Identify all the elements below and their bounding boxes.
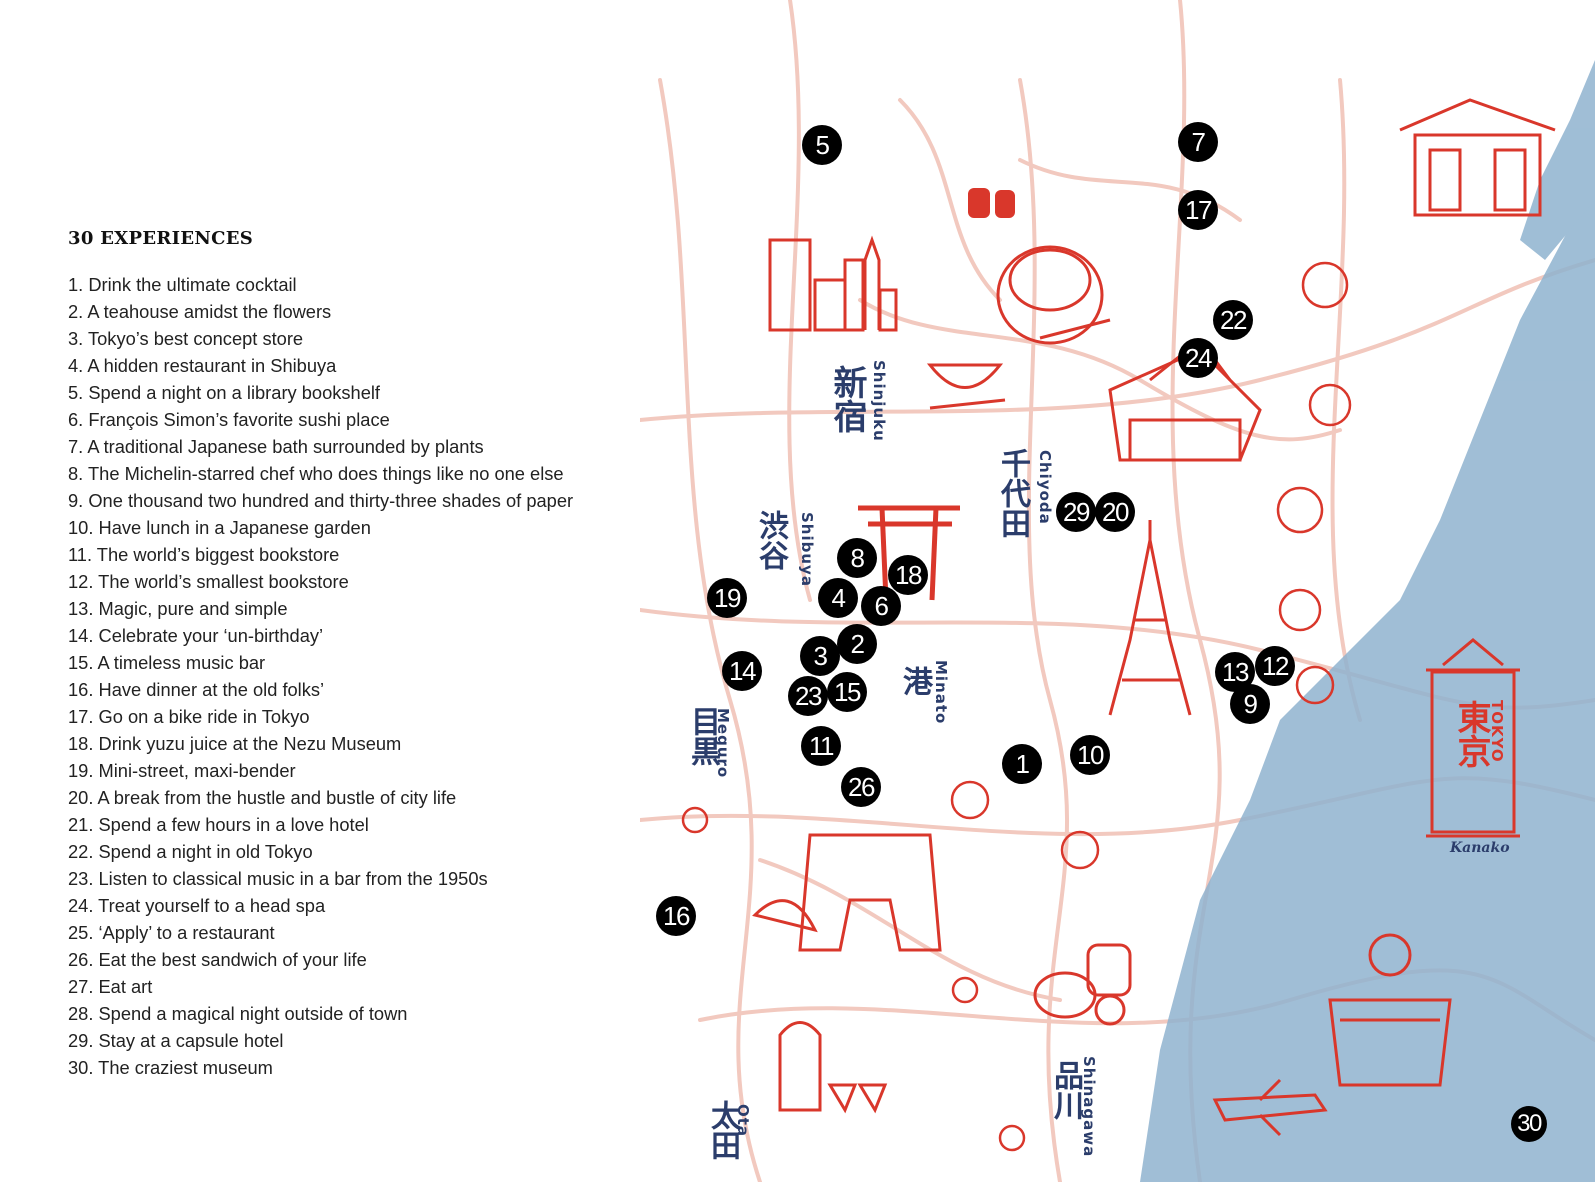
experience-item: 26. Eat the best sandwich of your life	[68, 949, 367, 970]
tokyo-tower-illustration	[1108, 520, 1192, 716]
artist-signature: Kanako	[1450, 840, 1510, 856]
map-marker-16[interactable]: 16	[656, 896, 696, 936]
map-marker-4[interactable]: 4	[818, 578, 858, 618]
district-kanji-shinjuku: 新宿	[827, 365, 867, 433]
map-marker-9[interactable]: 9	[1230, 684, 1270, 724]
experience-item: 30. The craziest museum	[68, 1057, 273, 1078]
map-marker-30[interactable]: 30	[1511, 1106, 1547, 1142]
experience-item: 27. Eat art	[68, 976, 153, 997]
list-title: 30 EXPERIENCES	[68, 228, 254, 249]
scroll-illustration	[1426, 638, 1520, 838]
tea-illustration	[1033, 943, 1132, 1026]
sake-illustration	[778, 1021, 888, 1114]
experience-item: 19. Mini-street, maxi-bender	[68, 760, 296, 781]
experience-item: 25. ‘Apply’ to a restaurant	[68, 922, 275, 943]
experience-item: 15. A timeless music bar	[68, 652, 266, 673]
plane-illustration	[1212, 1078, 1328, 1137]
map-marker-10[interactable]: 10	[1070, 735, 1110, 775]
district-kanji-meguro: 目黒	[685, 706, 720, 766]
ramen-illustration	[926, 363, 1006, 410]
map-marker-22[interactable]: 22	[1213, 300, 1253, 340]
map-marker-3[interactable]: 3	[800, 636, 840, 676]
experience-item: 29. Stay at a capsule hotel	[68, 1030, 284, 1051]
experience-item: 16. Have dinner at the old folks’	[68, 679, 325, 700]
district-kanji-ota: 太田	[705, 1100, 740, 1160]
experience-item: 21. Spend a few hours in a love hotel	[68, 814, 369, 835]
district-label-meguro: Meguro	[714, 708, 732, 779]
district-label-minato: Minato	[932, 660, 950, 725]
map-marker-11[interactable]: 11	[801, 726, 841, 766]
map-marker-7[interactable]: 7	[1178, 122, 1218, 162]
map-marker-2[interactable]: 2	[837, 624, 877, 664]
experience-item: 9. One thousand two hundred and thirty-t…	[68, 490, 574, 511]
experience-item: 14. Celebrate your ‘un-birthday’	[68, 625, 324, 646]
district-label-shinagawa: Shinagawa	[1080, 1056, 1098, 1158]
map-marker-12[interactable]: 12	[1255, 646, 1295, 686]
map-marker-14[interactable]: 14	[722, 651, 762, 691]
experience-item: 2. A teahouse amidst the flowers	[68, 301, 332, 322]
experience-item: 6. François Simon’s favorite sushi place	[68, 409, 390, 430]
sushi-illustration	[968, 188, 1015, 218]
onsen-tub-illustration	[1328, 933, 1452, 1087]
experience-item: 22. Spend a night in old Tokyo	[68, 841, 313, 862]
kimono-illustration	[752, 833, 942, 952]
map-illustration	[640, 0, 1595, 1182]
experience-list-panel: 30 EXPERIENCES 1. Drink the ultimate coc…	[68, 228, 658, 1081]
map-marker-24[interactable]: 24	[1178, 338, 1218, 378]
experience-item: 18. Drink yuzu juice at the Nezu Museum	[68, 733, 402, 754]
map-marker-15[interactable]: 15	[827, 672, 867, 712]
experience-item: 11. The world’s biggest bookstore	[68, 544, 340, 565]
torii-illustration	[858, 505, 960, 601]
map-marker-18[interactable]: 18	[888, 555, 928, 595]
experience-item: 17. Go on a bike ride in Tokyo	[68, 706, 310, 727]
scroll-label: TOKYO	[1488, 700, 1506, 763]
experience-item: 5. Spend a night on a library bookshelf	[68, 382, 381, 403]
district-kanji-chiyoda: 千代田	[995, 448, 1030, 538]
bento-illustration	[996, 245, 1111, 345]
district-kanji-shinagawa: 品川	[1048, 1060, 1083, 1120]
district-label-ota: Ota	[734, 1104, 752, 1138]
experience-item: 28. Spend a magical night outside of tow…	[68, 1003, 408, 1024]
experience-item: 24. Treat yourself to a head spa	[68, 895, 326, 916]
map-marker-5[interactable]: 5	[802, 125, 842, 165]
district-label-shinjuku: Shinjuku	[870, 360, 888, 442]
map-marker-17[interactable]: 17	[1178, 190, 1218, 230]
district-kanji-minato: 港	[897, 666, 932, 696]
experience-list: 1. Drink the ultimate cocktail 2. A teaho…	[68, 271, 658, 1081]
district-label-chiyoda: Chiyoda	[1036, 450, 1054, 525]
experience-item: 4. A hidden restaurant in Shibuya	[68, 355, 337, 376]
map-marker-19[interactable]: 19	[707, 578, 747, 618]
tokyo-map[interactable]: 5 7 17 22 24 29 20 8 18 19 4 6 2 3 14 23…	[640, 0, 1595, 1182]
experience-item: 1. Drink the ultimate cocktail	[68, 274, 297, 295]
map-marker-29[interactable]: 29	[1056, 492, 1096, 532]
road-network	[640, 0, 1595, 1182]
map-marker-20[interactable]: 20	[1095, 492, 1135, 532]
experience-item: 7. A traditional Japanese bath surrounde…	[68, 436, 484, 457]
experience-item: 13. Magic, pure and simple	[68, 598, 288, 619]
district-label-shibuya: Shibuya	[798, 512, 816, 587]
map-marker-23[interactable]: 23	[788, 676, 828, 716]
sakura-blossoms	[681, 261, 1352, 1152]
experience-item: 20. A break from the hustle and bustle o…	[68, 787, 457, 808]
map-marker-26[interactable]: 26	[841, 767, 881, 807]
map-marker-6[interactable]: 6	[861, 586, 901, 626]
water-area	[1140, 60, 1595, 1182]
temple-gate-illustration	[1399, 98, 1556, 217]
map-marker-1[interactable]: 1	[1002, 744, 1042, 784]
scroll-kanji: 東京	[1451, 700, 1491, 768]
district-kanji-shibuya: 渋谷	[753, 510, 788, 570]
map-marker-8[interactable]: 8	[837, 538, 877, 578]
skyline-illustration	[768, 235, 898, 332]
experience-item: 10. Have lunch in a Japanese garden	[68, 517, 371, 538]
experience-item: 3. Tokyo’s best concept store	[68, 328, 304, 349]
experience-item: 8. The Michelin-starred chef who does th…	[68, 463, 564, 484]
experience-item: 23. Listen to classical music in a bar f…	[68, 868, 488, 889]
experience-item: 12. The world’s smallest bookstore	[68, 571, 349, 592]
